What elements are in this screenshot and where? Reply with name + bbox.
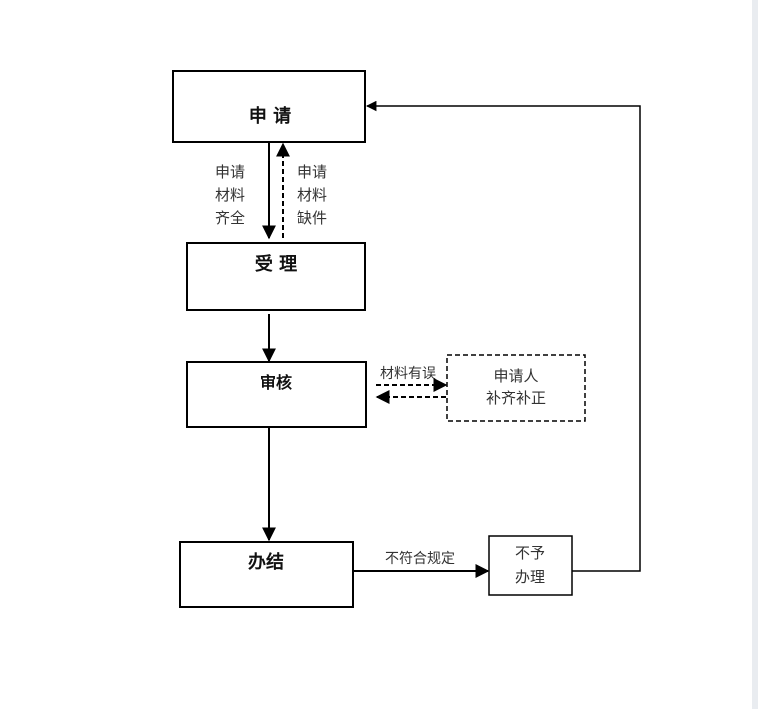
label-missing-materials-3: 缺件 bbox=[297, 209, 327, 227]
label-complete-materials-2: 材料 bbox=[215, 186, 245, 204]
scrollbar[interactable] bbox=[752, 0, 758, 709]
node-complete bbox=[179, 541, 354, 608]
label-missing-materials-2: 材料 bbox=[297, 186, 327, 204]
node-reject-line1: 不予 bbox=[515, 544, 545, 562]
label-complete-materials-1: 申请 bbox=[215, 163, 245, 181]
node-supplement-line2: 补齐补正 bbox=[486, 389, 546, 407]
node-reject bbox=[488, 535, 573, 596]
node-supplement-line1: 申请人 bbox=[493, 367, 538, 385]
node-review-label: 审核 bbox=[260, 373, 292, 392]
label-complete-materials-3: 齐全 bbox=[215, 209, 245, 227]
arrow-reject-to-apply bbox=[365, 100, 641, 572]
label-materials-error: 材料有误 bbox=[380, 366, 436, 382]
node-complete-label: 办结 bbox=[248, 551, 284, 573]
node-review bbox=[186, 361, 367, 428]
label-non-compliant: 不符合规定 bbox=[385, 551, 455, 567]
node-apply bbox=[172, 70, 366, 143]
label-missing-materials-1: 申请 bbox=[297, 163, 327, 181]
node-reject-line2: 办理 bbox=[515, 568, 545, 586]
node-accept-label: 受 理 bbox=[255, 253, 297, 275]
node-accept bbox=[186, 242, 366, 311]
node-apply-label: 申 请 bbox=[249, 105, 291, 127]
node-supplement bbox=[446, 354, 586, 422]
